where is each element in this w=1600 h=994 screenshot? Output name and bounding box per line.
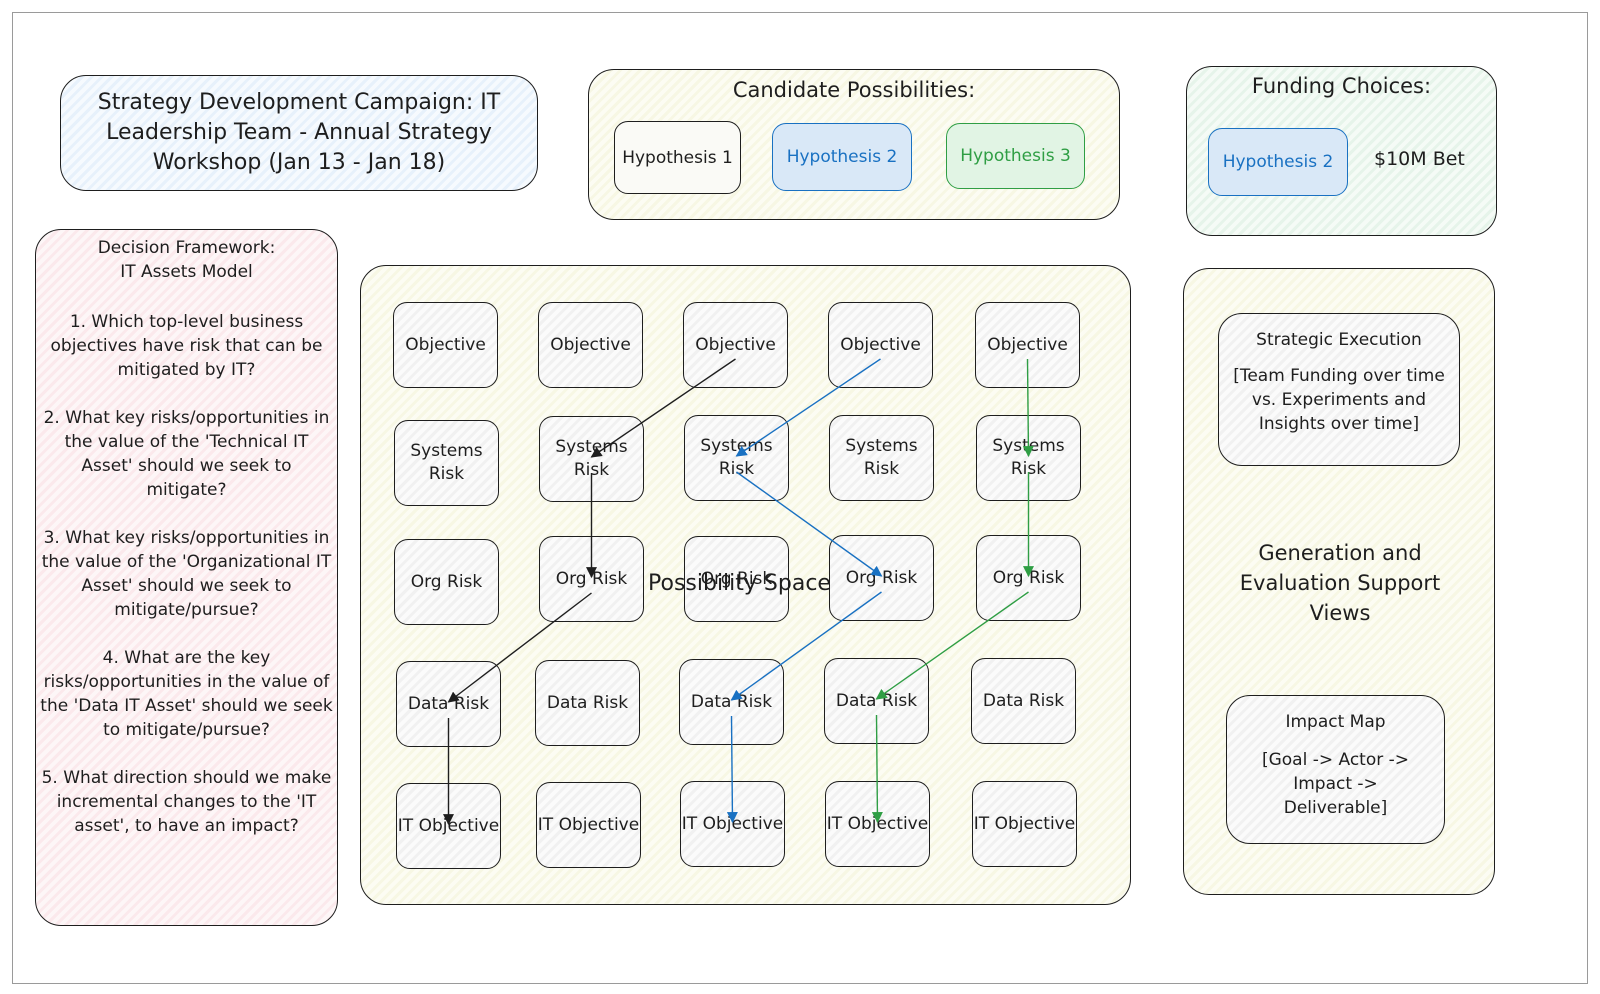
cell-data-risk-4[interactable]: Data Risk [824, 658, 929, 744]
campaign-title: Strategy Development Campaign: IT Leader… [97, 90, 501, 175]
cell-org-risk-2[interactable]: Org Risk [539, 536, 644, 622]
cell-org-risk-4[interactable]: Org Risk [829, 535, 934, 621]
question-4: 4. What are the key risks/opportunities … [40, 648, 333, 740]
cell-it-objective-2[interactable]: IT Objective [536, 782, 641, 868]
cell-objective-1[interactable]: Objective [393, 302, 498, 388]
funding-choices-header: Funding Choices: [1251, 74, 1432, 98]
cell-org-risk-5[interactable]: Org Risk [976, 535, 1081, 621]
decision-framework-subtitle: IT Assets Model [120, 262, 253, 282]
decision-framework-header: Decision Framework: IT Assets Model [98, 236, 276, 284]
decision-framework-questions: 1. Which top-level business objectives h… [36, 310, 337, 838]
cell-it-objective-5[interactable]: IT Objective [972, 781, 1077, 867]
possibility-space-label: Possibility Space [648, 571, 831, 596]
hypothesis-1-chip[interactable]: Hypothesis 1 [614, 121, 741, 194]
candidate-possibilities-header: Candidate Possibilities: [732, 78, 976, 102]
cell-objective-2[interactable]: Objective [538, 302, 643, 388]
cell-it-objective-1[interactable]: IT Objective [396, 783, 501, 869]
question-2: 2. What key risks/opportunities in the v… [43, 408, 330, 500]
funding-choice-chip[interactable]: Hypothesis 2 [1208, 128, 1348, 196]
cell-systems-risk-4[interactable]: Systems Risk [829, 415, 934, 501]
campaign-title-box: Strategy Development Campaign: IT Leader… [60, 75, 538, 191]
support-views-label: Generation and Evaluation Support Views [1239, 541, 1441, 625]
question-5: 5. What direction should we make increme… [41, 768, 332, 836]
question-3: 3. What key risks/opportunities in the v… [41, 528, 332, 620]
cell-objective-5[interactable]: Objective [975, 302, 1080, 388]
cell-systems-risk-2[interactable]: Systems Risk [539, 416, 644, 502]
strategic-execution-card[interactable]: Strategic Execution [Team Funding over t… [1218, 313, 1460, 466]
cell-objective-4[interactable]: Objective [828, 302, 933, 388]
decision-framework-box: Decision Framework: IT Assets Model 1. W… [35, 229, 338, 926]
strategic-execution-body: [Team Funding over time vs. Experiments … [1233, 366, 1445, 434]
cell-it-objective-3[interactable]: IT Objective [680, 781, 785, 867]
impact-map-title: Impact Map [1285, 712, 1386, 732]
decision-framework-title: Decision Framework: [97, 238, 276, 258]
canvas-frame [12, 12, 1588, 984]
question-1: 1. Which top-level business objectives h… [50, 312, 323, 380]
hypothesis-3-chip[interactable]: Hypothesis 3 [946, 123, 1085, 189]
cell-systems-risk-1[interactable]: Systems Risk [394, 420, 499, 506]
cell-systems-risk-3[interactable]: Systems Risk [684, 415, 789, 501]
cell-data-risk-5[interactable]: Data Risk [971, 658, 1076, 744]
cell-data-risk-2[interactable]: Data Risk [535, 660, 640, 746]
cell-objective-3[interactable]: Objective [683, 302, 788, 388]
cell-it-objective-4[interactable]: IT Objective [825, 781, 930, 867]
hypothesis-2-chip[interactable]: Hypothesis 2 [772, 123, 912, 191]
cell-data-risk-1[interactable]: Data Risk [396, 661, 501, 747]
funding-bet-amount: $10M Bet [1374, 148, 1465, 170]
impact-map-body: [Goal -> Actor -> Impact -> Deliverable] [1261, 750, 1410, 818]
cell-data-risk-3[interactable]: Data Risk [679, 659, 784, 745]
strategic-execution-title: Strategic Execution [1256, 330, 1422, 350]
cell-systems-risk-5[interactable]: Systems Risk [976, 415, 1081, 501]
cell-org-risk-1[interactable]: Org Risk [394, 539, 499, 625]
impact-map-card[interactable]: Impact Map [Goal -> Actor -> Impact -> D… [1226, 695, 1445, 844]
